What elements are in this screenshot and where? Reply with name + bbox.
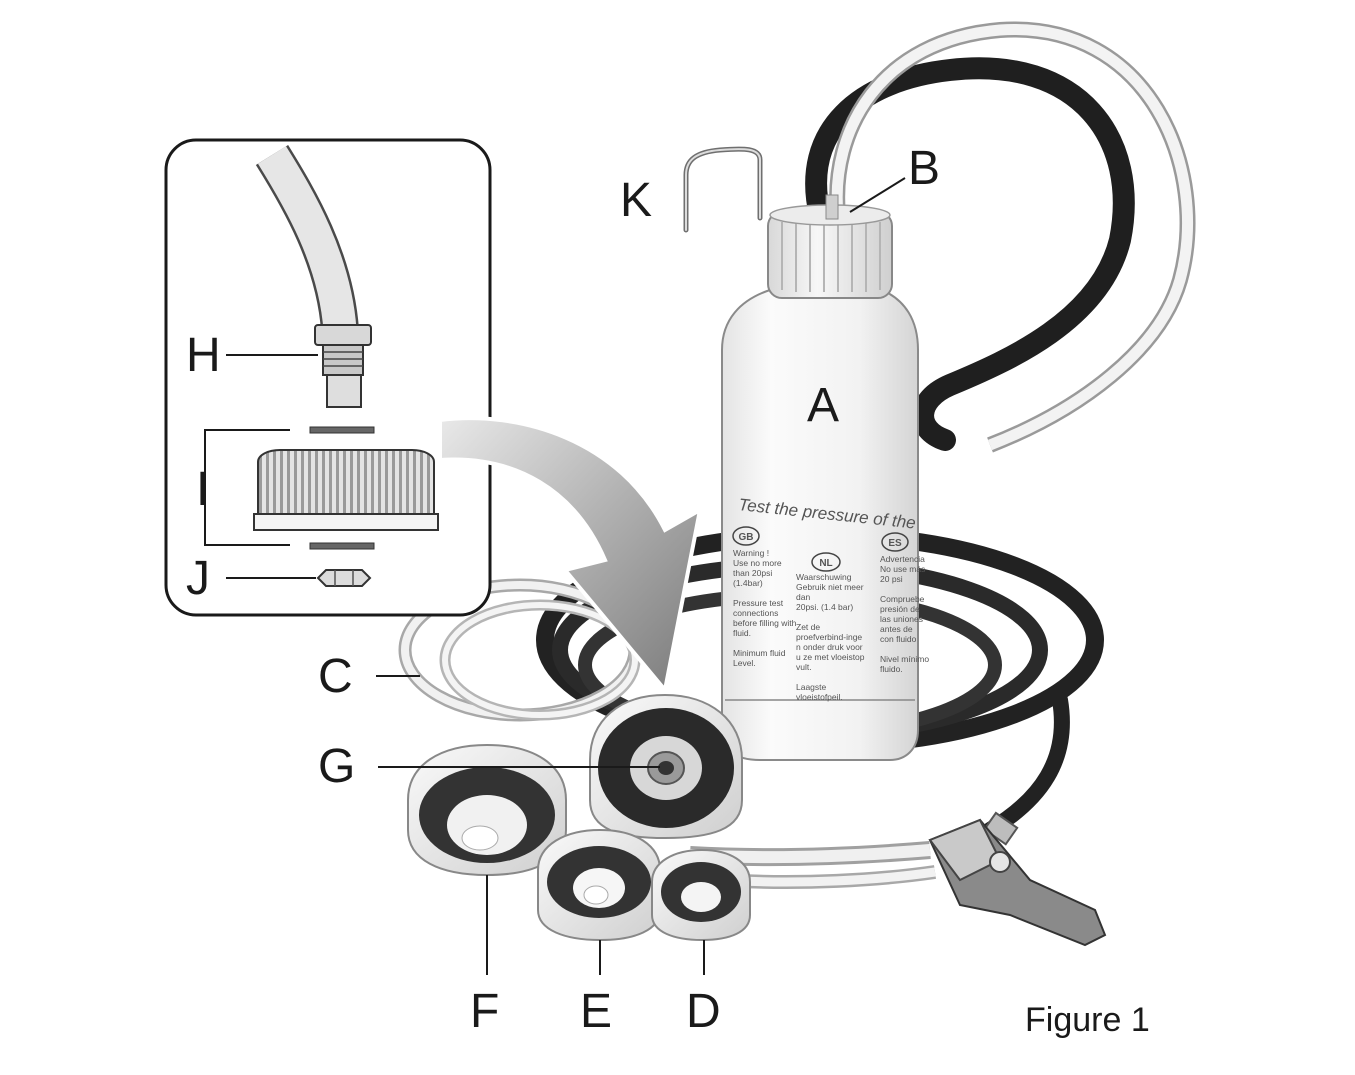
- nl-lines-line: vloeistofpeil.: [796, 692, 843, 702]
- gb-lines-line: Level.: [733, 658, 756, 668]
- es-lines-line: las uniones: [880, 614, 923, 624]
- callout-j: J: [186, 552, 210, 605]
- nl-lines-line: Gebruik niet meer: [796, 582, 864, 592]
- assembly-arrow: [438, 416, 703, 695]
- nl-lines-line: Laagste: [796, 682, 827, 692]
- gb-lines-line: Warning !: [733, 548, 769, 558]
- badge-es-text: ES: [888, 538, 902, 549]
- badge-es: ES: [881, 532, 909, 552]
- callout-e: E: [580, 985, 613, 1038]
- gb-lines-line: Use no more: [733, 558, 782, 568]
- nl-lines-line: n onder druk voor: [796, 642, 863, 652]
- es-lines-line: No use más: [880, 564, 925, 574]
- callout-h: H: [186, 329, 221, 382]
- es-lines-line: presión de: [880, 604, 920, 614]
- nl-lines-line: Zet de: [796, 622, 820, 632]
- callout-g: G: [318, 740, 356, 793]
- gb-lines-line: Minimum fluid: [733, 648, 786, 658]
- adapter-f: [407, 743, 567, 877]
- badge-nl-text: NL: [819, 558, 832, 569]
- es-lines-line: Nivel mínimo: [880, 654, 929, 664]
- callout-f: F: [470, 985, 500, 1038]
- inset-detail: [164, 138, 492, 617]
- nl-lines-line: proefverbind-inge: [796, 632, 862, 642]
- figure-caption: Figure 1: [1025, 1001, 1150, 1039]
- es-lines-line: Advertencia: [880, 554, 925, 564]
- callout-a: A: [807, 379, 840, 432]
- gb-lines-line: Pressure test: [733, 598, 784, 608]
- badge-nl: NL: [811, 552, 841, 572]
- gb-lines-line: before filling with: [733, 618, 797, 628]
- gb-lines-line: connections: [733, 608, 778, 618]
- es-lines-line: antes de: [880, 624, 913, 634]
- es-lines-line: Compruebe: [880, 594, 925, 604]
- adapter-e: [537, 828, 661, 942]
- valve-connector: [928, 811, 1107, 947]
- nl-lines-line: dan: [796, 592, 810, 602]
- callout-k: K: [620, 174, 653, 227]
- leader-lines: [376, 177, 906, 975]
- nl-lines-line: 20psi. (1.4 bar): [796, 602, 853, 612]
- nl-lines-line: vult.: [796, 662, 812, 672]
- es-lines-line: fluido.: [880, 664, 903, 674]
- nl-lines-line: u ze met vloeistop: [796, 652, 865, 662]
- es-lines-line: 20 psi: [880, 574, 903, 584]
- nl-lines-line: Waarschuwing: [796, 572, 852, 582]
- callout-c: C: [318, 650, 353, 703]
- callout-i: I: [196, 463, 210, 516]
- es-lines-line: con fluido: [880, 634, 917, 644]
- gb-lines-line: (1.4bar): [733, 578, 763, 588]
- gb-lines-line: fluid.: [733, 628, 751, 638]
- adapter-d: [651, 848, 751, 942]
- badge-gb-text: GB: [739, 532, 754, 543]
- hook-k: [683, 146, 763, 233]
- callout-d: D: [686, 985, 721, 1038]
- reservoir-bottle: Test the pressure of the GB NL ES Warnin…: [721, 194, 929, 761]
- gb-lines-line: than 20psi: [733, 568, 772, 578]
- badge-gb: GB: [732, 526, 760, 546]
- callout-b: B: [908, 142, 941, 195]
